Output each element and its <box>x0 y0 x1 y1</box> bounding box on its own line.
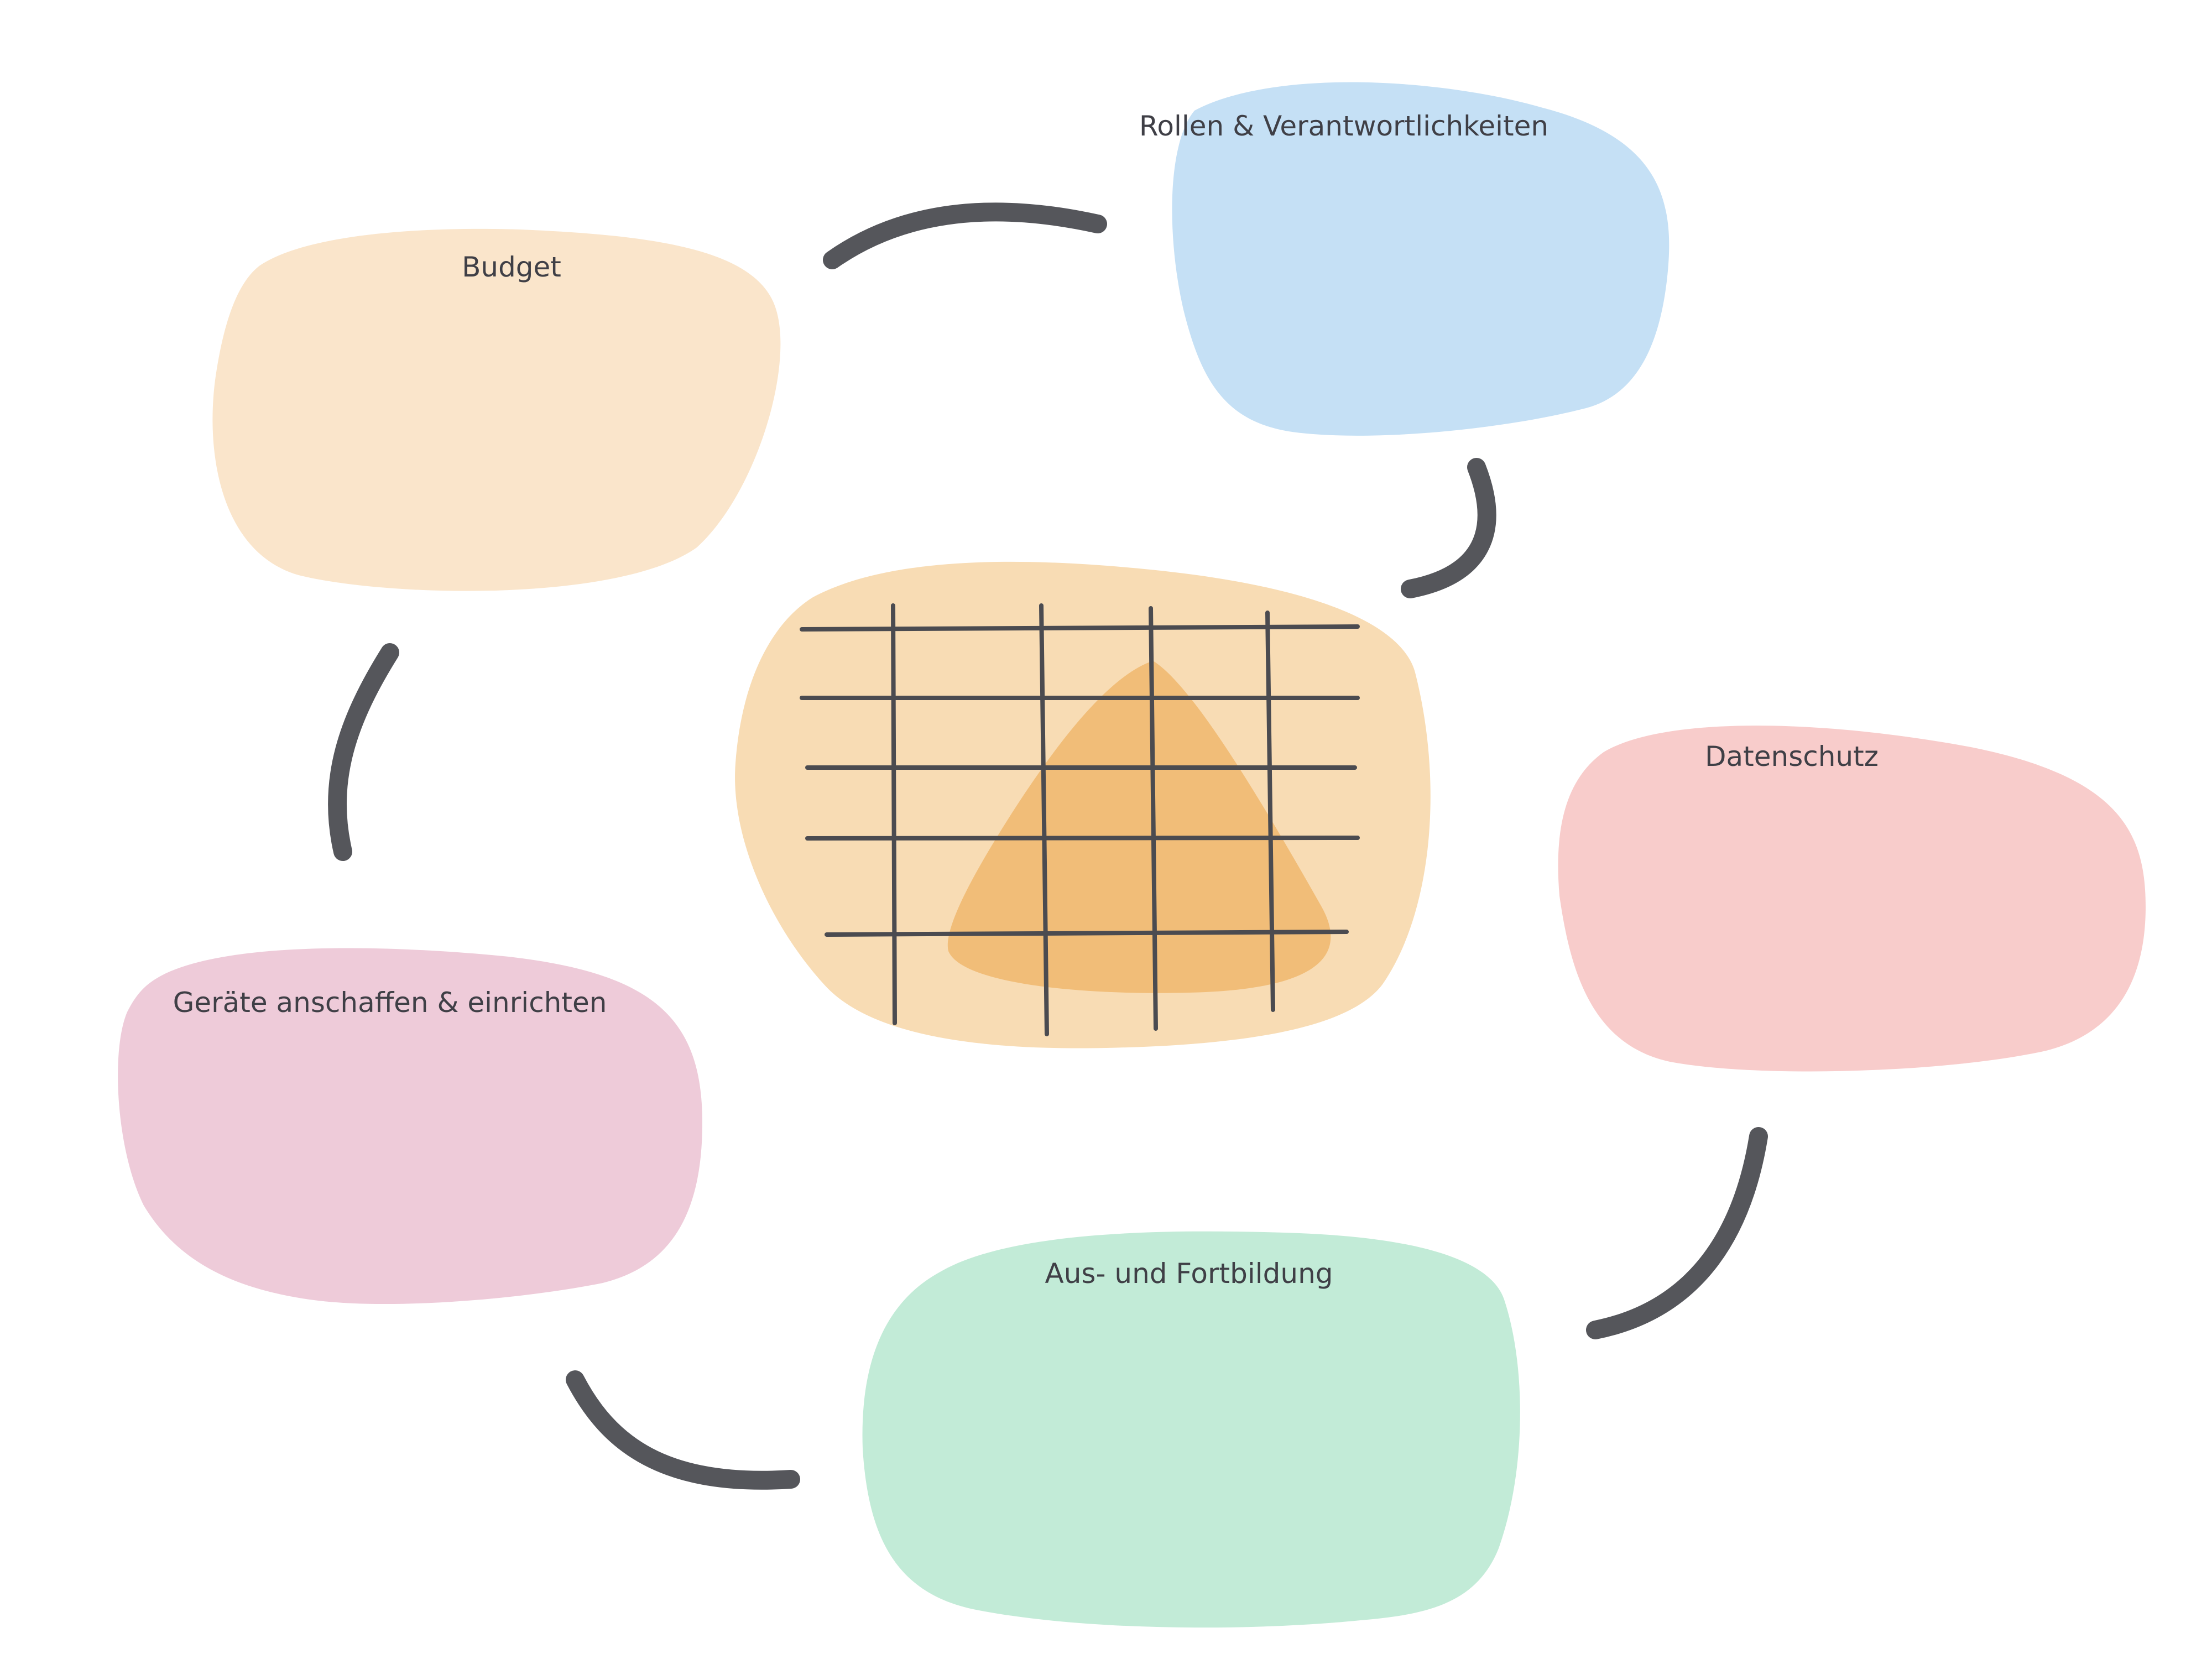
connector-roles-center <box>1401 458 1496 598</box>
roles-label: Rollen & Verantwortlichkeiten <box>1139 110 1548 142</box>
budget-blob <box>212 228 781 591</box>
node-budget[interactable]: Budget <box>212 228 781 591</box>
privacy-label: Datenschutz <box>1705 740 1879 773</box>
connector-center-privacy <box>1586 1127 1768 1339</box>
privacy-blob <box>1558 726 2146 1072</box>
grid-h-1 <box>800 624 1360 632</box>
connector-devices-budget <box>328 643 399 861</box>
center-illustration <box>735 561 1431 1048</box>
connector-training-devices <box>566 1370 800 1490</box>
grid-v-2 <box>1039 603 1049 1036</box>
node-privacy[interactable]: Datenschutz <box>1558 726 2146 1072</box>
node-training[interactable]: Aus- und Fortbildung <box>862 1231 1520 1628</box>
devices-blob <box>118 948 702 1305</box>
training-blob <box>862 1231 1520 1628</box>
node-roles[interactable]: Rollen & Verantwortlichkeiten <box>1139 82 1670 436</box>
grid-h-5 <box>825 930 1349 937</box>
connector-budget-roles <box>823 202 1107 269</box>
devices-label: Geräte anschaffen & einrichten <box>173 987 607 1019</box>
training-label: Aus- und Fortbildung <box>1045 1258 1333 1290</box>
grid-v-4 <box>1265 611 1275 1012</box>
grid-v-1 <box>891 603 897 1025</box>
node-devices[interactable]: Geräte anschaffen & einrichten <box>118 948 702 1305</box>
grid-v-3 <box>1149 606 1158 1031</box>
roles-blob <box>1172 82 1670 436</box>
budget-label: Budget <box>462 251 561 283</box>
